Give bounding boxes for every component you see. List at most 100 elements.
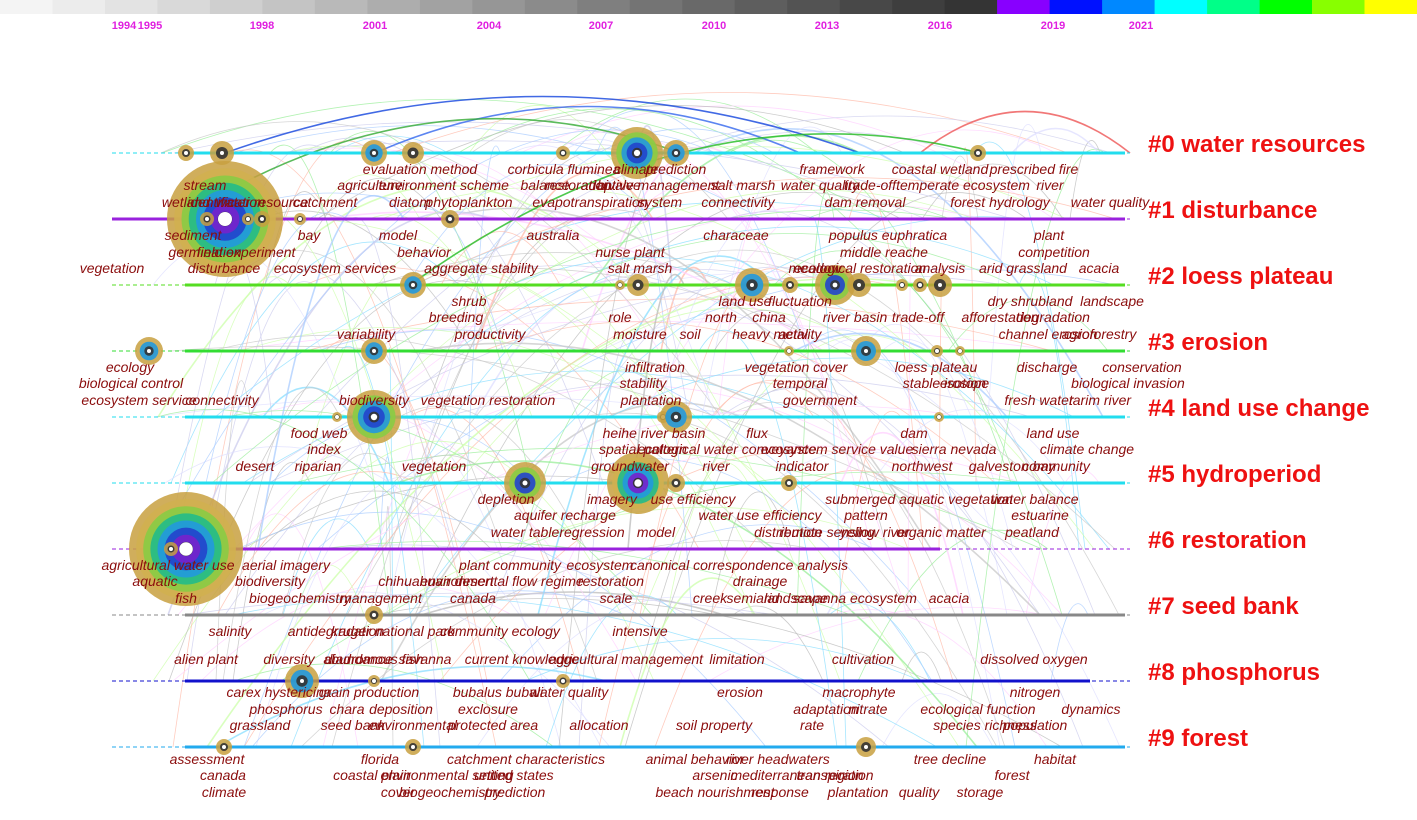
keyword-label: prediction bbox=[645, 161, 707, 177]
keyword-node[interactable] bbox=[347, 390, 401, 444]
keyword-node[interactable] bbox=[667, 474, 685, 492]
co-citation-link bbox=[421, 146, 1068, 220]
keyword-label: environment scheme bbox=[379, 177, 509, 193]
keyword-label: river basin bbox=[823, 309, 888, 325]
keyword-node[interactable] bbox=[660, 401, 692, 433]
year-label: 2016 bbox=[928, 20, 952, 32]
keyword-node[interactable] bbox=[931, 345, 943, 357]
keyword-label: agroforestry bbox=[1062, 326, 1138, 342]
keyword-node[interactable] bbox=[210, 141, 234, 165]
keyword-node[interactable] bbox=[200, 212, 214, 226]
keyword-node[interactable] bbox=[361, 338, 387, 364]
co-citation-link bbox=[216, 665, 607, 748]
keyword-node[interactable] bbox=[504, 462, 546, 504]
color-scale-segment bbox=[682, 0, 736, 14]
keyword-label: response bbox=[751, 784, 809, 800]
keyword-label: submerged aquatic vegetation bbox=[825, 491, 1013, 507]
keyword-node[interactable] bbox=[402, 142, 424, 164]
keyword-label: landscape bbox=[1080, 293, 1144, 309]
keyword-label: climate bbox=[202, 784, 247, 800]
co-citation-link bbox=[330, 544, 890, 748]
keyword-node[interactable] bbox=[361, 140, 387, 166]
keyword-label: north bbox=[705, 309, 737, 325]
co-citation-link bbox=[656, 209, 794, 418]
keyword-label: nurse plant bbox=[595, 244, 665, 260]
keyword-node[interactable] bbox=[178, 145, 194, 161]
keyword-node[interactable] bbox=[856, 737, 876, 757]
co-citation-link bbox=[654, 469, 899, 748]
keyword-node[interactable] bbox=[607, 452, 669, 514]
keyword-node[interactable] bbox=[556, 146, 570, 160]
keyword-label: cultivation bbox=[832, 651, 894, 667]
keyword-node[interactable] bbox=[611, 127, 663, 179]
keyword-node[interactable] bbox=[782, 277, 798, 293]
keyword-node[interactable] bbox=[242, 213, 254, 225]
keyword-label: middle reache bbox=[840, 244, 928, 260]
keyword-label: united states bbox=[474, 767, 553, 783]
co-citation-link bbox=[732, 605, 824, 682]
keyword-label: role bbox=[608, 309, 632, 325]
keyword-node[interactable] bbox=[955, 346, 965, 356]
keyword-node[interactable] bbox=[934, 412, 944, 422]
keyword-node[interactable] bbox=[400, 272, 426, 298]
keyword-node[interactable] bbox=[167, 161, 283, 277]
keyword-node[interactable] bbox=[135, 337, 163, 365]
co-citation-link bbox=[244, 513, 359, 748]
keyword-label: imagery bbox=[587, 491, 638, 507]
keyword-node[interactable] bbox=[294, 213, 306, 225]
keyword-label: drainage bbox=[733, 573, 788, 589]
keyword-node[interactable] bbox=[332, 412, 342, 422]
year-label: 2021 bbox=[1129, 20, 1153, 32]
co-citation-link bbox=[439, 207, 932, 550]
keyword-label: allocation bbox=[569, 717, 628, 733]
keyword-label: organic matter bbox=[896, 524, 987, 540]
co-citation-link bbox=[237, 511, 767, 748]
keyword-label: abundance bbox=[323, 651, 393, 667]
co-citation-link bbox=[413, 177, 1117, 286]
co-citation-link bbox=[243, 276, 892, 748]
co-citation-link bbox=[173, 121, 927, 220]
co-citation-link bbox=[305, 298, 1053, 352]
keyword-label: ecosystem bbox=[567, 557, 634, 573]
cluster-label: #6 restoration bbox=[1148, 527, 1307, 554]
co-citation-link bbox=[293, 564, 365, 616]
keyword-node[interactable] bbox=[970, 145, 986, 161]
keyword-node[interactable] bbox=[254, 211, 270, 227]
keyword-node[interactable] bbox=[928, 273, 952, 297]
keyword-node[interactable] bbox=[847, 273, 871, 297]
keyword-node[interactable] bbox=[851, 336, 881, 366]
keyword-node[interactable] bbox=[129, 492, 243, 606]
keyword-node[interactable] bbox=[815, 265, 855, 305]
co-citation-link bbox=[511, 145, 716, 418]
keyword-label: aggregate stability bbox=[424, 260, 539, 276]
keyword-node[interactable] bbox=[913, 278, 927, 292]
keyword-label: water balance bbox=[991, 491, 1078, 507]
keyword-node[interactable] bbox=[627, 274, 649, 296]
keyword-node[interactable] bbox=[615, 280, 625, 290]
keyword-node[interactable] bbox=[896, 279, 908, 291]
keyword-label: deposition bbox=[369, 701, 433, 717]
keyword-node[interactable] bbox=[784, 346, 794, 356]
co-citation-link bbox=[440, 231, 561, 286]
keyword-node[interactable] bbox=[216, 739, 232, 755]
keyword-node[interactable] bbox=[285, 664, 319, 698]
cluster-timelines bbox=[112, 151, 1130, 749]
keyword-node[interactable] bbox=[164, 542, 178, 556]
keyword-label: groundwater bbox=[591, 458, 670, 474]
keyword-node[interactable] bbox=[735, 268, 769, 302]
co-citation-link bbox=[399, 271, 754, 616]
keyword-node[interactable] bbox=[365, 606, 383, 624]
keyword-node[interactable] bbox=[556, 674, 570, 688]
keyword-label: management bbox=[340, 590, 423, 606]
keyword-node[interactable] bbox=[663, 140, 689, 166]
co-citation-link bbox=[727, 139, 1012, 484]
keyword-label: index bbox=[307, 441, 341, 457]
co-citation-link bbox=[184, 592, 777, 616]
keyword-node[interactable] bbox=[368, 675, 380, 687]
cluster-label: #3 erosion bbox=[1148, 329, 1268, 356]
keyword-node[interactable] bbox=[405, 739, 421, 755]
keyword-node[interactable] bbox=[441, 210, 459, 228]
co-citation-link bbox=[222, 387, 341, 682]
co-citation-link bbox=[254, 401, 637, 682]
keyword-node[interactable] bbox=[781, 475, 797, 491]
